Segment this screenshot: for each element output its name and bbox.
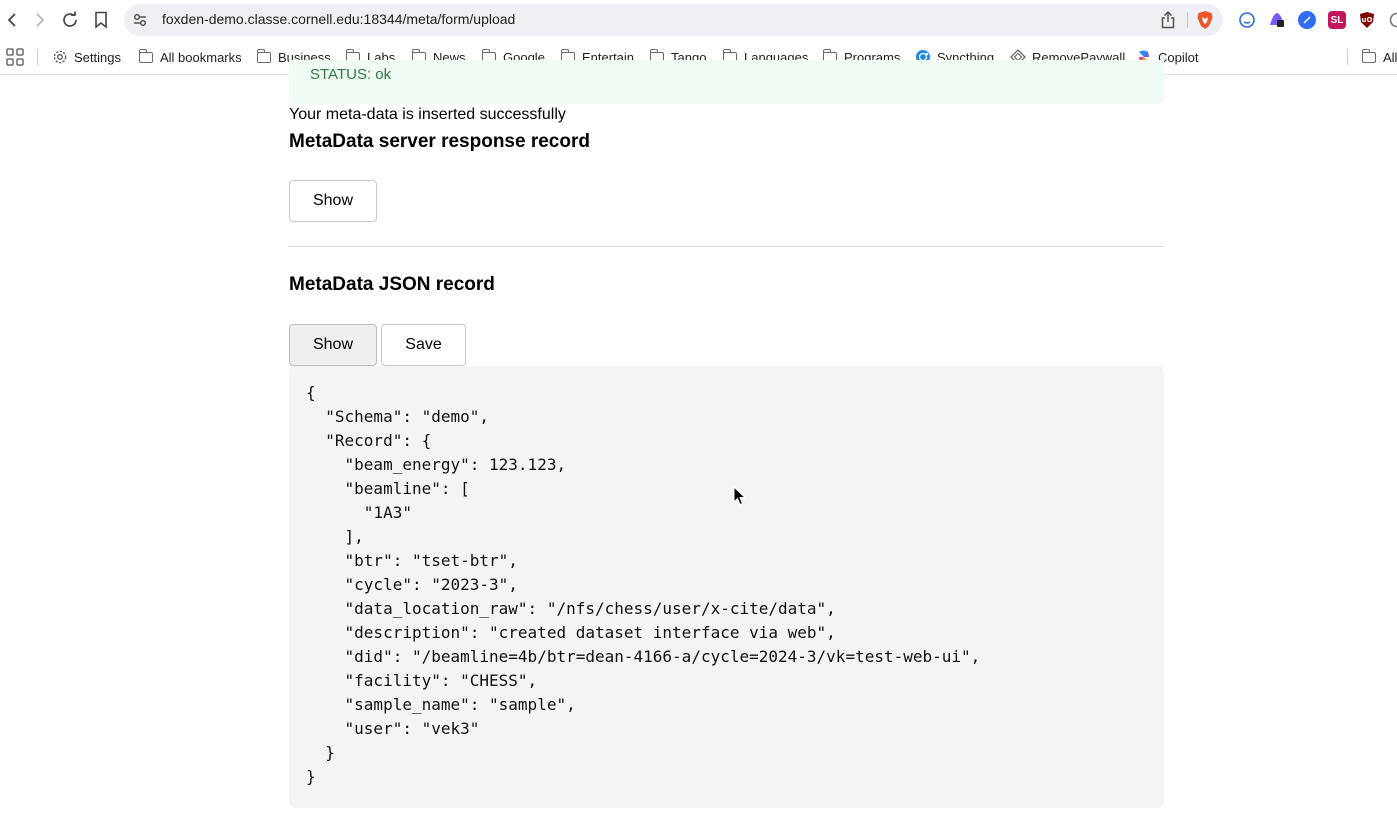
share-icon[interactable] [1160,11,1176,29]
json-record-text: { "Schema": "demo", "Record": { "beam_en… [306,383,981,786]
reload-button[interactable] [59,9,81,31]
bookmark-settings[interactable]: Settings [52,47,121,67]
chat-bubble-icon[interactable] [1238,11,1256,29]
url-text[interactable]: foxden-demo.classe.cornell.edu:18344/met… [162,11,516,27]
folder-icon [1361,48,1376,63]
site-settings-icon[interactable] [132,12,148,28]
address-bar[interactable]: foxden-demo.classe.cornell.edu:18344/met… [124,4,1223,36]
bookmark-all-overflow[interactable]: All [1361,47,1397,67]
forward-button[interactable] [29,9,51,31]
forward-arrow-icon [36,13,45,27]
status-box: STATUS: ok [289,60,1164,104]
browser-toolbar: foxden-demo.classe.cornell.edu:18344/met… [0,0,1397,40]
bookmarks-divider [37,49,38,65]
ublock-icon[interactable]: uO [1358,11,1376,29]
back-button[interactable] [1,9,23,31]
back-arrow-icon [7,13,16,27]
success-message: Your meta-data is inserted successfully [289,106,566,123]
json-record-panel: { "Schema": "demo", "Record": { "beam_en… [289,366,1164,808]
bookmark-label: All bookmarks [160,49,242,65]
json-record-heading: MetaData JSON record [289,274,495,295]
folder-icon [256,48,271,63]
section-divider [289,246,1164,247]
bookmarks-divider [1347,49,1348,65]
bookmark-label: Settings [74,49,121,65]
mouse-cursor-icon [733,486,746,506]
bookmark-all-bookmarks[interactable]: All bookmarks [138,47,242,67]
gear-icon [53,50,67,64]
status-text: STATUS: ok [310,66,392,83]
show-response-button[interactable]: Show [289,180,377,222]
extension-overflow-icon[interactable] [1386,11,1397,29]
sl-extension-icon[interactable]: SL [1328,11,1346,29]
bookmark-label: Copilot [1158,49,1199,65]
svg-text:uO: uO [1362,16,1373,24]
show-json-button[interactable]: Show [289,324,377,366]
reload-icon [63,11,77,27]
apps-grid-icon [6,48,24,66]
compass-extension-icon[interactable] [1298,11,1316,29]
lock-extension-icon[interactable] [1268,11,1286,29]
bookmark-icon [95,11,107,29]
save-json-button[interactable]: Save [381,324,466,366]
folder-icon [138,48,153,63]
omnibox-divider [1187,12,1188,28]
response-record-heading: MetaData server response record [289,131,590,152]
apps-button[interactable] [6,47,24,67]
bookmark-page-button[interactable] [90,9,112,31]
brave-shield-icon[interactable] [1196,10,1214,30]
bookmark-label: All [1383,49,1397,65]
